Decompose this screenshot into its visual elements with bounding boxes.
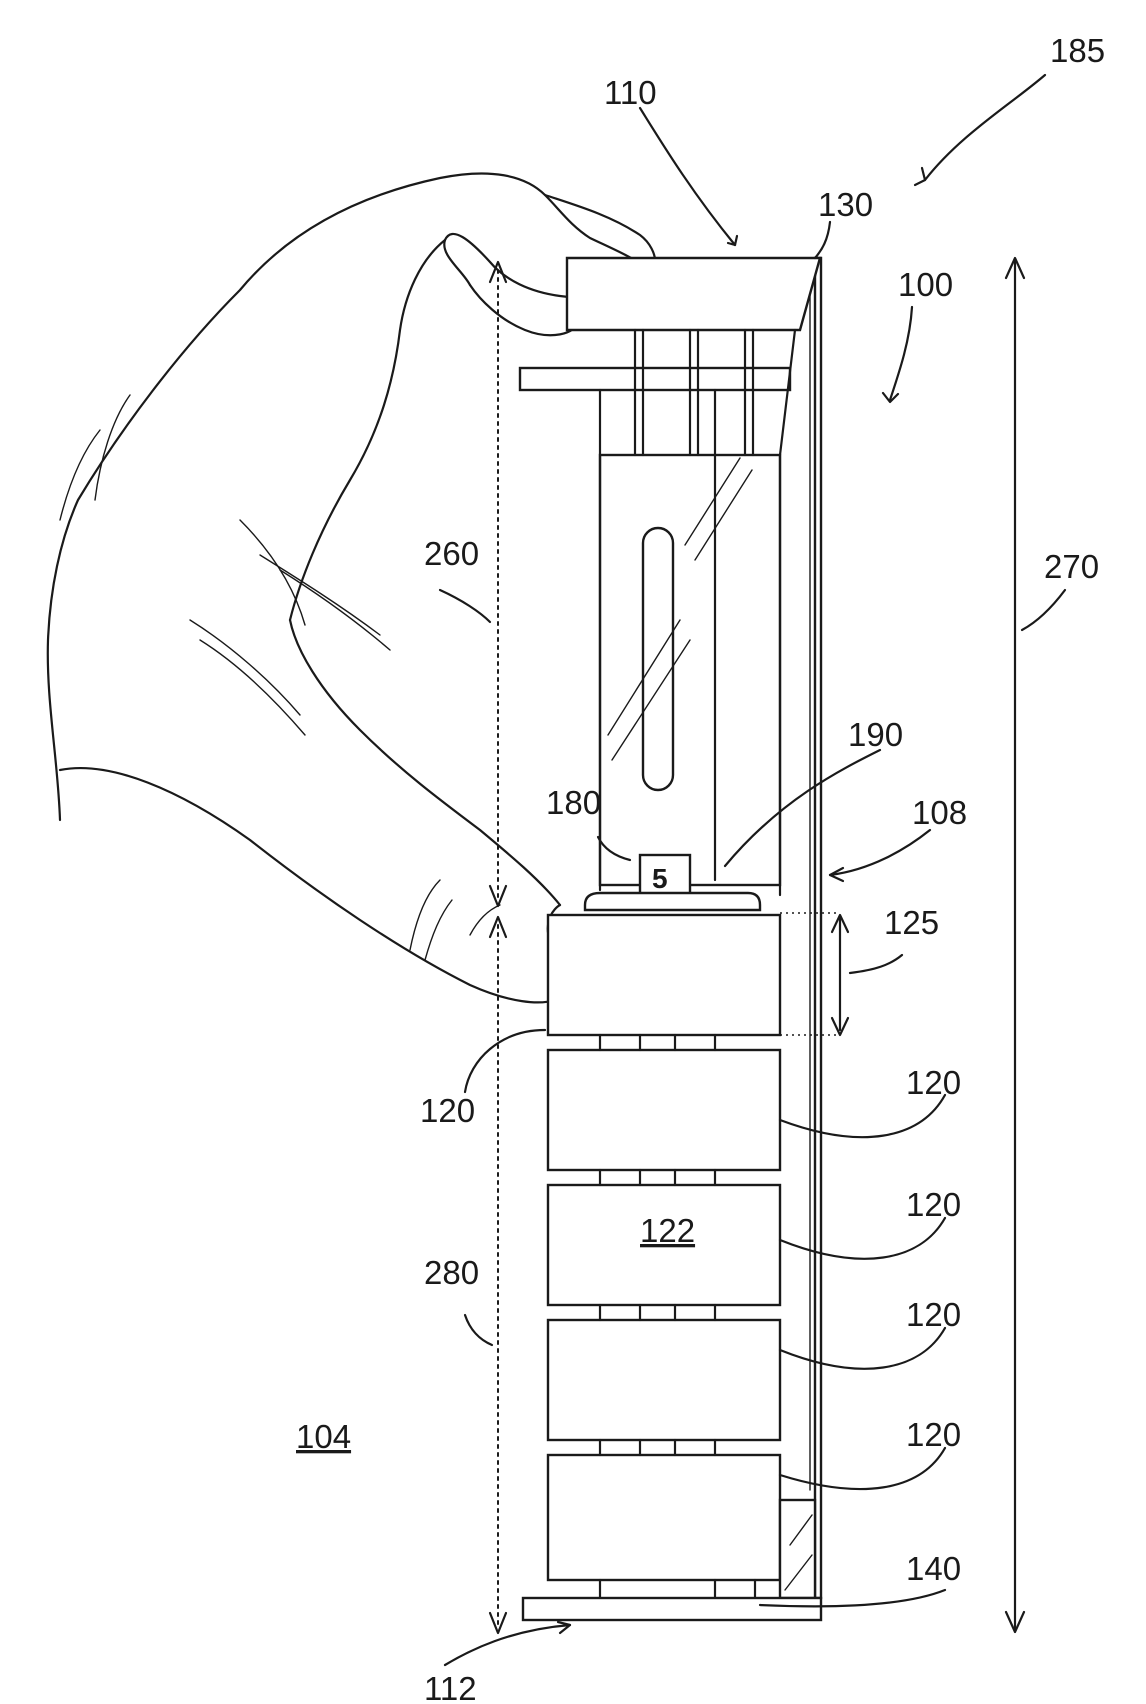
base-plate: [523, 1598, 821, 1620]
label-280: 280: [424, 1254, 479, 1291]
label-140: 140: [906, 1550, 961, 1587]
label-112: 112: [424, 1670, 477, 1704]
counter-value: 5: [652, 863, 668, 894]
hand-outline: [48, 173, 656, 1002]
label-108: 108: [912, 794, 967, 831]
dimension-lower: [490, 917, 506, 1633]
label-100: 100: [898, 266, 953, 303]
viewing-slot: [643, 528, 673, 790]
dimension-upper: [490, 262, 506, 906]
label-120-3: 120: [906, 1296, 961, 1333]
label-270: 270: [1044, 548, 1099, 585]
label-130: 130: [818, 186, 873, 223]
label-104: 104: [296, 1418, 351, 1455]
platform: [585, 893, 760, 910]
label-260: 260: [424, 535, 479, 572]
label-120-4: 120: [906, 1416, 961, 1453]
module-5: [548, 1455, 780, 1580]
label-120-left: 120: [420, 1092, 475, 1129]
cap: [567, 258, 820, 330]
label-122: 122: [640, 1212, 695, 1249]
label-190: 190: [848, 716, 903, 753]
device-housing: 5: [520, 258, 821, 1620]
label-110: 110: [604, 74, 657, 111]
side-wall: [815, 258, 821, 1598]
module-4: [548, 1320, 780, 1440]
top-shelf: [520, 368, 790, 390]
label-120-2: 120: [906, 1186, 961, 1223]
viewing-tube: [600, 455, 780, 885]
label-125: 125: [884, 904, 939, 941]
base-block: [780, 1500, 815, 1598]
label-120-1: 120: [906, 1064, 961, 1101]
label-180: 180: [546, 784, 601, 821]
label-185: 185: [1050, 32, 1105, 69]
module-2: [548, 1050, 780, 1170]
module-1: [548, 915, 780, 1035]
dimension-total: [1006, 258, 1024, 1632]
